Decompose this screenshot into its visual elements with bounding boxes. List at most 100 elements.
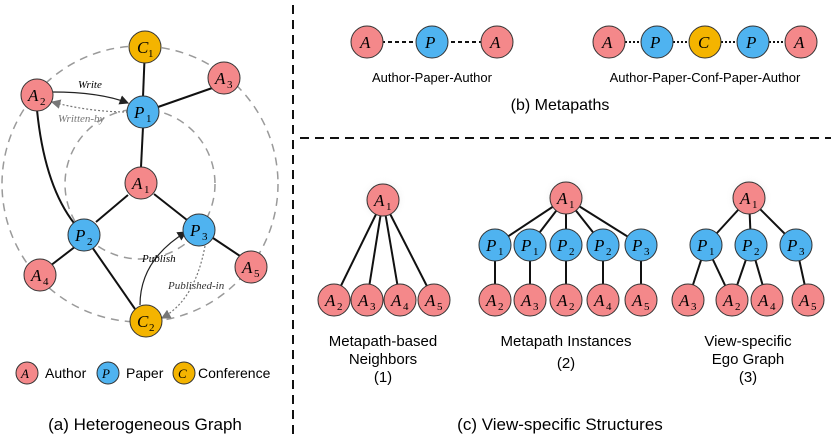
- edge-label-write: Write: [78, 79, 102, 91]
- legend-paper: Paper: [126, 365, 164, 381]
- written-by-arrow: [50, 99, 129, 113]
- svg-text:C: C: [178, 366, 187, 381]
- svg-text:A: A: [798, 291, 810, 310]
- svg-text:P: P: [424, 33, 435, 52]
- metapath-apa-label: Author-Paper-Author: [372, 70, 493, 85]
- neighbors-label-1: Metapath-based: [329, 333, 437, 350]
- svg-text:3: 3: [533, 301, 539, 313]
- svg-text:A: A: [324, 291, 336, 310]
- svg-text:A: A: [359, 33, 371, 52]
- edge-p1-a1: [140, 126, 144, 168]
- svg-text:4: 4: [770, 301, 776, 313]
- caption-b: (b) Metapaths: [511, 97, 610, 114]
- ego-label-2: Ego Graph: [712, 351, 785, 368]
- svg-text:P: P: [133, 103, 144, 122]
- svg-text:3: 3: [644, 246, 650, 258]
- svg-text:P: P: [786, 236, 797, 255]
- edge-label-publish: Publish: [141, 253, 176, 265]
- ego-num: (3): [739, 369, 757, 386]
- svg-text:5: 5: [811, 301, 817, 313]
- edge-a2-p2: [36, 109, 79, 229]
- edge-a3-p1: [157, 85, 219, 108]
- svg-text:5: 5: [644, 301, 650, 313]
- svg-text:4: 4: [43, 276, 49, 288]
- svg-text:3: 3: [370, 301, 376, 313]
- svg-text:A: A: [214, 69, 226, 88]
- svg-text:A: A: [30, 266, 42, 285]
- legend: A Author P Paper C Conference: [15, 361, 271, 385]
- edge-a1-p2: [95, 194, 129, 223]
- write-arrow: [51, 91, 130, 105]
- edge-label-published-in: Published-in: [167, 280, 225, 292]
- svg-text:3: 3: [691, 301, 697, 313]
- metapath-apa: A P A Author-Paper-Author: [350, 25, 514, 85]
- svg-text:A: A: [241, 258, 253, 277]
- svg-text:P: P: [556, 236, 567, 255]
- svg-text:C: C: [137, 38, 149, 57]
- svg-text:A: A: [678, 291, 690, 310]
- svg-text:A: A: [757, 291, 769, 310]
- svg-text:P: P: [189, 221, 200, 240]
- svg-text:A: A: [520, 291, 532, 310]
- svg-text:3: 3: [227, 79, 233, 91]
- edge-a1-p3: [153, 193, 188, 221]
- neighbors-label-2: Neighbors: [349, 351, 417, 368]
- hetero-graph: Write Written-by Publish Published-in C 1…: [1, 30, 279, 338]
- edge-p3-a5: [212, 237, 241, 257]
- neighbors-num: (1): [374, 369, 392, 386]
- svg-text:P: P: [520, 236, 531, 255]
- svg-text:P: P: [101, 366, 110, 381]
- publish-arrow: [139, 231, 188, 306]
- svg-text:1: 1: [386, 201, 392, 213]
- svg-text:A: A: [357, 291, 369, 310]
- svg-text:A: A: [556, 291, 568, 310]
- svg-text:A: A: [20, 366, 29, 381]
- svg-text:A: A: [556, 189, 568, 208]
- svg-text:C: C: [137, 312, 149, 331]
- svg-text:A: A: [593, 291, 605, 310]
- metapath-apcpa-label: Author-Paper-Conf-Paper-Author: [610, 70, 801, 85]
- svg-text:C: C: [698, 33, 710, 52]
- svg-text:2: 2: [149, 322, 155, 334]
- svg-text:1: 1: [752, 199, 758, 211]
- svg-text:A: A: [424, 291, 436, 310]
- edge-label-written-by: Written-by: [58, 113, 105, 125]
- svg-text:4: 4: [606, 301, 612, 313]
- svg-text:1: 1: [144, 184, 150, 196]
- svg-text:2: 2: [40, 96, 46, 108]
- svg-text:2: 2: [337, 301, 343, 313]
- svg-text:P: P: [631, 236, 642, 255]
- svg-text:A: A: [631, 291, 643, 310]
- instances-label: Metapath Instances: [501, 333, 632, 350]
- svg-text:P: P: [649, 33, 660, 52]
- svg-text:1: 1: [498, 246, 504, 258]
- svg-text:5: 5: [254, 268, 260, 280]
- svg-text:2: 2: [569, 246, 575, 258]
- svg-text:A: A: [722, 291, 734, 310]
- svg-text:2: 2: [87, 236, 93, 248]
- svg-text:3: 3: [799, 246, 805, 258]
- metapath-apcpa: A P C P A Author-Paper-Conf-Paper-Author: [592, 25, 818, 85]
- svg-text:A: A: [739, 189, 751, 208]
- svg-text:A: A: [489, 33, 501, 52]
- svg-text:P: P: [696, 236, 707, 255]
- legend-conference: Conference: [198, 365, 271, 381]
- caption-a: (a) Heterogeneous Graph: [48, 415, 242, 434]
- svg-text:A: A: [131, 174, 143, 193]
- svg-text:1: 1: [569, 199, 575, 211]
- edge-p2-a4: [49, 245, 77, 267]
- svg-text:P: P: [74, 226, 85, 245]
- edge-p2-c2: [91, 246, 136, 310]
- svg-text:1: 1: [146, 113, 152, 125]
- svg-text:1: 1: [533, 246, 539, 258]
